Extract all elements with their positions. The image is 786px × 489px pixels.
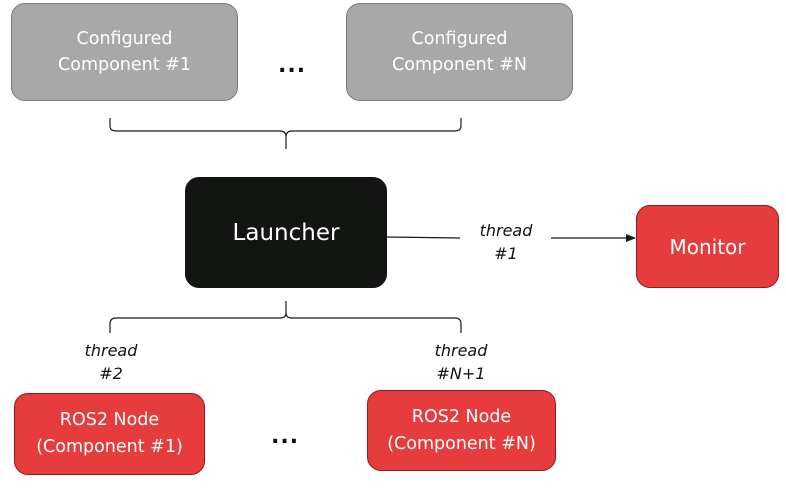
node-1-thread-label: thread #2 [71, 339, 151, 385]
configured-component-1: Configured Component #1 [11, 3, 238, 101]
configured-component-1-line1: Configured [76, 29, 173, 49]
ros2-node-1: ROS2 Node (Component #1) [14, 393, 205, 475]
ros2-node-n: ROS2 Node (Component #N) [367, 390, 556, 471]
top-ellipsis: ... [278, 53, 307, 78]
configured-component-1-line2: Component #1 [58, 55, 191, 75]
monitor-label: Monitor [669, 234, 746, 259]
launcher-box: Launcher [185, 177, 387, 288]
launcher-label: Launcher [232, 219, 340, 246]
node-n-thread-label: thread #N+1 [421, 339, 501, 385]
configured-component-n-line1: Configured [411, 29, 508, 49]
node-n-thread-word: thread [434, 341, 488, 360]
monitor-thread-number: #1 [494, 244, 518, 263]
ros2-node-1-line2: (Component #1) [36, 437, 183, 457]
configured-component-n-line2: Component #N [392, 55, 527, 75]
node-1-thread-number: #2 [99, 364, 123, 383]
monitor-link-line [386, 236, 461, 239]
ros2-node-n-line2: (Component #N) [387, 433, 536, 454]
bottom-ellipsis: ... [271, 424, 300, 449]
monitor-thread-word: thread [479, 221, 533, 240]
ros2-node-1-line1: ROS2 Node [59, 410, 160, 430]
node-1-thread-word: thread [84, 341, 138, 360]
monitor-thread-label: thread #1 [466, 219, 546, 265]
bottom-brace [109, 301, 462, 333]
configured-component-n: Configured Component #N [346, 3, 573, 101]
top-brace [109, 118, 462, 149]
ros2-node-n-line1: ROS2 Node [411, 406, 512, 427]
node-n-thread-number: #N+1 [436, 364, 486, 383]
monitor-box: Monitor [636, 205, 779, 288]
